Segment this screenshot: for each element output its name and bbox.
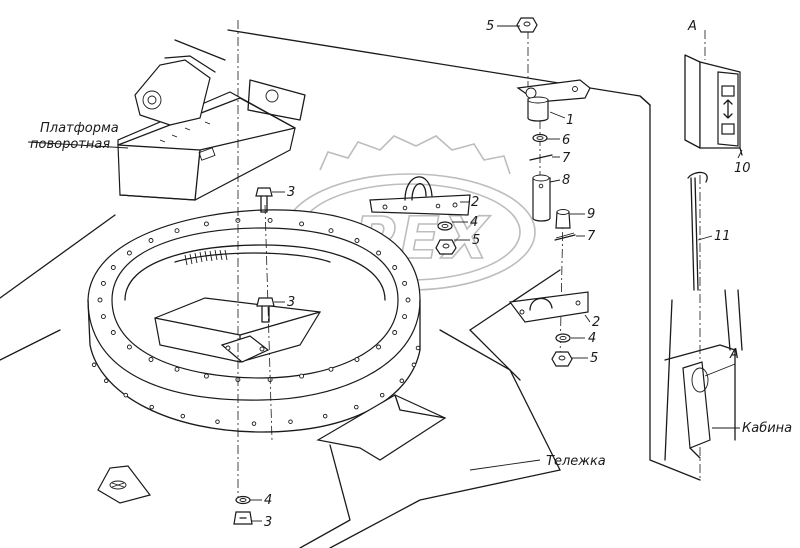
- callout-3-mid: 3: [287, 295, 295, 310]
- ring-bolt-hole: [97, 297, 103, 303]
- ring-bolt-hole: [267, 217, 273, 223]
- callout-11: 11: [714, 229, 731, 244]
- ring-bolt-hole: [376, 344, 382, 350]
- ring-bolt-hole: [174, 366, 180, 372]
- nut-5-top: [516, 17, 538, 33]
- ring-bolt-hole: [203, 221, 209, 227]
- ring-bolt-hole: [376, 250, 382, 256]
- inner-support-block: [154, 297, 321, 363]
- turntable-bracket: [117, 39, 306, 201]
- ring-bolt-hole: [110, 330, 116, 335]
- callout-5-upper: 5: [472, 233, 480, 248]
- ring-bolt-hole: [126, 250, 132, 256]
- rod-11: [687, 171, 708, 291]
- ring-outer-bolt-hole: [354, 404, 359, 410]
- ring-bolt-hole: [299, 373, 305, 379]
- ring-outer-bolt-hole: [123, 392, 129, 398]
- ring-bolt-hole: [402, 280, 408, 286]
- washer-6: [532, 133, 548, 143]
- ring-outer-bolt-hole: [91, 362, 97, 368]
- callout-2-lower: 2: [592, 315, 600, 330]
- washer-4-bottom: [235, 495, 251, 505]
- ring-bolt-hole: [148, 357, 154, 362]
- ring-outer-bolt-hole: [399, 378, 405, 384]
- ring-bolt-hole: [148, 238, 154, 243]
- lever-1: [516, 79, 591, 122]
- pin-7-top: [529, 154, 553, 161]
- sleeve-8: [532, 174, 551, 222]
- ring-outer-bolt-hole: [415, 345, 421, 351]
- callout-1: 1: [566, 113, 574, 128]
- ring-bolt-hole: [174, 228, 180, 234]
- callout-6: 6: [562, 133, 570, 148]
- strap-bracket-2-upper: [369, 176, 471, 216]
- bolt-3-upper: [255, 187, 273, 213]
- callout-3-upper: 3: [287, 185, 295, 200]
- ring-bolt-hole: [110, 265, 116, 270]
- ring-bolt-hole: [354, 357, 360, 362]
- ring-outer-bolt-hole: [322, 413, 328, 419]
- callout-4-lower: 4: [588, 331, 596, 346]
- ring-bolt-hole: [100, 314, 106, 320]
- callout-10: 10: [734, 161, 751, 176]
- label-cabin: Кабина: [742, 421, 792, 436]
- ring-outer-bolt-hole: [149, 404, 154, 410]
- strap-bracket-2-lower: [508, 291, 589, 323]
- ring-bolt-hole: [328, 228, 334, 234]
- callout-7-mid: 7: [587, 229, 596, 244]
- ring-bolt-hole: [392, 330, 398, 335]
- label-platform-line1: Платформа: [40, 121, 119, 136]
- callout-8: 8: [562, 173, 570, 188]
- washer-4-lower: [555, 333, 571, 343]
- bolt-3-bottom: [233, 511, 253, 525]
- label-view-a-top: А: [687, 19, 697, 34]
- platform-frame: [0, 29, 701, 548]
- ring-bolt-hole: [203, 373, 209, 379]
- callout-9: 9: [587, 207, 595, 222]
- ring-bolt-hole: [126, 344, 132, 350]
- view-a-switch-panel: [684, 54, 743, 156]
- ring-bolt-hole: [299, 221, 305, 227]
- label-platform-line2: поворотная: [30, 137, 110, 152]
- callout-7-top: 7: [562, 151, 571, 166]
- callout-4-upper: 4: [470, 215, 478, 230]
- ring-bolt-hole: [402, 314, 408, 320]
- callout-5-lower: 5: [590, 351, 598, 366]
- ring-outer-bolt-hole: [379, 392, 385, 398]
- ring-bolt-hole: [392, 265, 398, 270]
- ring-bolt-hole: [328, 366, 334, 372]
- callout-3-bottom: 3: [264, 515, 272, 530]
- ring-outer-bolt-hole: [180, 413, 186, 419]
- bushing-9: [555, 209, 571, 229]
- label-view-a-bottom: А: [729, 347, 739, 362]
- callout-4-bottom: 4: [264, 493, 272, 508]
- ring-outer-bolt-hole: [103, 378, 109, 384]
- ring-bolt-hole: [405, 297, 411, 303]
- trolley-frame: [97, 329, 561, 548]
- ring-bolt-hole: [100, 280, 106, 286]
- nut-5-upper: [435, 239, 457, 255]
- label-trolley: Тележка: [546, 454, 606, 469]
- callout-5-top: 5: [486, 19, 494, 34]
- ring-outer-bolt-hole: [288, 419, 293, 424]
- leader-lines: [27, 25, 743, 522]
- washer-4-upper: [437, 221, 453, 231]
- callout-2-upper: 2: [471, 195, 479, 210]
- pin-7-mid: [554, 232, 576, 241]
- bolt-3-mid: [256, 297, 275, 323]
- ring-outer-bolt-hole: [411, 362, 417, 368]
- cabin-wall: [664, 289, 743, 461]
- ring-outer-bolt-hole: [251, 421, 257, 426]
- nut-5-lower: [551, 351, 573, 367]
- ring-outer-bolt-hole: [215, 419, 220, 424]
- ring-bolt-hole: [354, 238, 360, 243]
